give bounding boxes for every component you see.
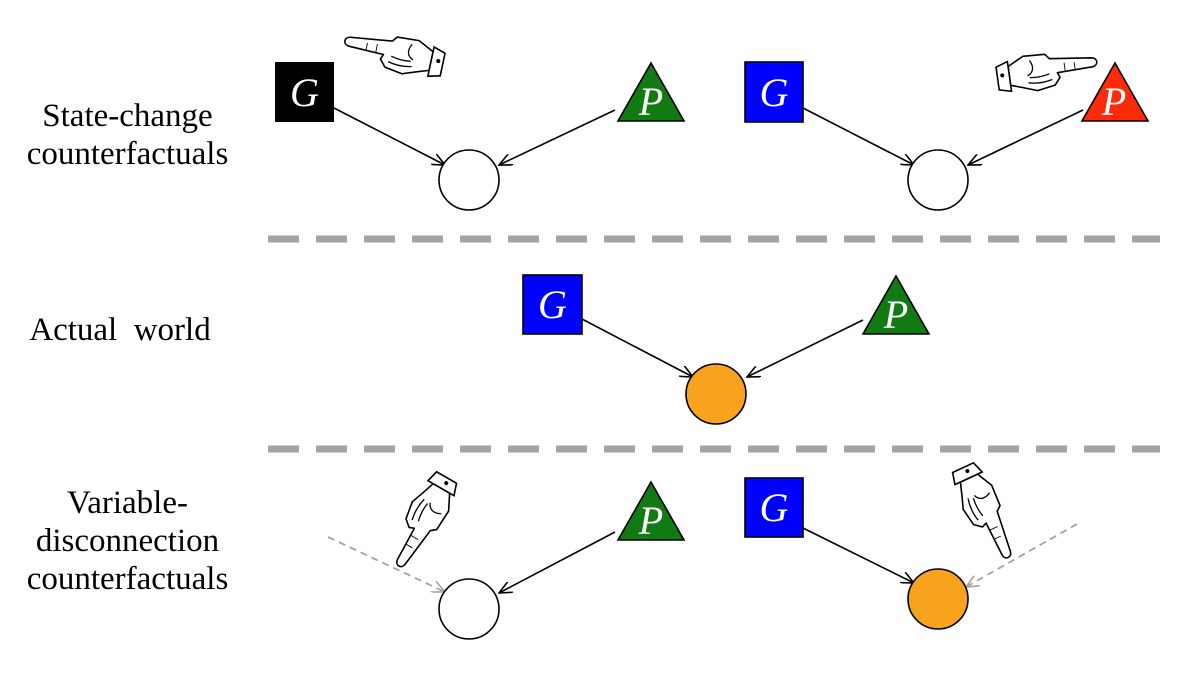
outcome-node-5: [907, 568, 969, 630]
outcome-node-1: [438, 149, 500, 211]
edge-p-outcome-1: [499, 109, 616, 165]
p-node-green-3-letter: P: [638, 498, 663, 543]
outcome-node-2: [907, 149, 969, 211]
label-variable-disconnection-line1: Variable-: [67, 485, 188, 521]
pointing-hand-icon: [380, 467, 464, 575]
edge-g-outcome-5: [802, 527, 914, 583]
g-node-blue-3-letter: G: [760, 485, 789, 530]
label-state-change: State-change counterfactuals: [20, 97, 235, 173]
g-node-blue-1-letter: G: [760, 70, 789, 115]
g-node-black-letter: G: [290, 70, 319, 115]
edge-p-outcome-3: [747, 319, 864, 377]
edge-g-outcome-2: [802, 107, 914, 165]
p-node-green-1: [616, 61, 686, 122]
p-node-red-letter: P: [1101, 79, 1126, 124]
edge-p-outcome-4: [499, 531, 616, 593]
p-node-green-3: [616, 480, 686, 541]
label-state-change-line2: counterfactuals: [26, 136, 229, 172]
label-actual-world: Actual world: [29, 312, 211, 348]
p-node-red: [1080, 61, 1150, 122]
label-variable-disconnection: Variable- disconnection counterfactuals: [20, 484, 235, 598]
outcome-node-4: [438, 578, 500, 640]
pointing-hand-icon: [339, 24, 448, 83]
pointing-hand-icon: [946, 459, 1024, 567]
g-node-blue-1: [744, 61, 804, 123]
edge-dashed-intervention-1: [327, 536, 445, 593]
label-variable-disconnection-line3: counterfactuals: [26, 561, 229, 597]
label-variable-disconnection-line2: disconnection: [35, 523, 220, 559]
g-node-blue-2-letter: G: [538, 282, 567, 327]
pointing-hand-icon: [994, 45, 1101, 97]
edge-dashed-intervention-2: [966, 523, 1078, 587]
g-node-black: [275, 62, 334, 122]
g-node-blue-3: [744, 477, 804, 538]
outcome-node-3: [685, 363, 747, 425]
edge-g-outcome-3: [581, 318, 693, 377]
edge-g-outcome-1: [333, 107, 445, 165]
p-node-green-2: [861, 274, 931, 335]
p-node-green-2-letter: P: [883, 292, 908, 337]
g-node-blue-2: [522, 274, 583, 335]
p-node-green-1-letter: P: [638, 79, 663, 124]
label-state-change-line1: State-change: [42, 98, 213, 134]
edge-p-outcome-2: [968, 109, 1084, 165]
